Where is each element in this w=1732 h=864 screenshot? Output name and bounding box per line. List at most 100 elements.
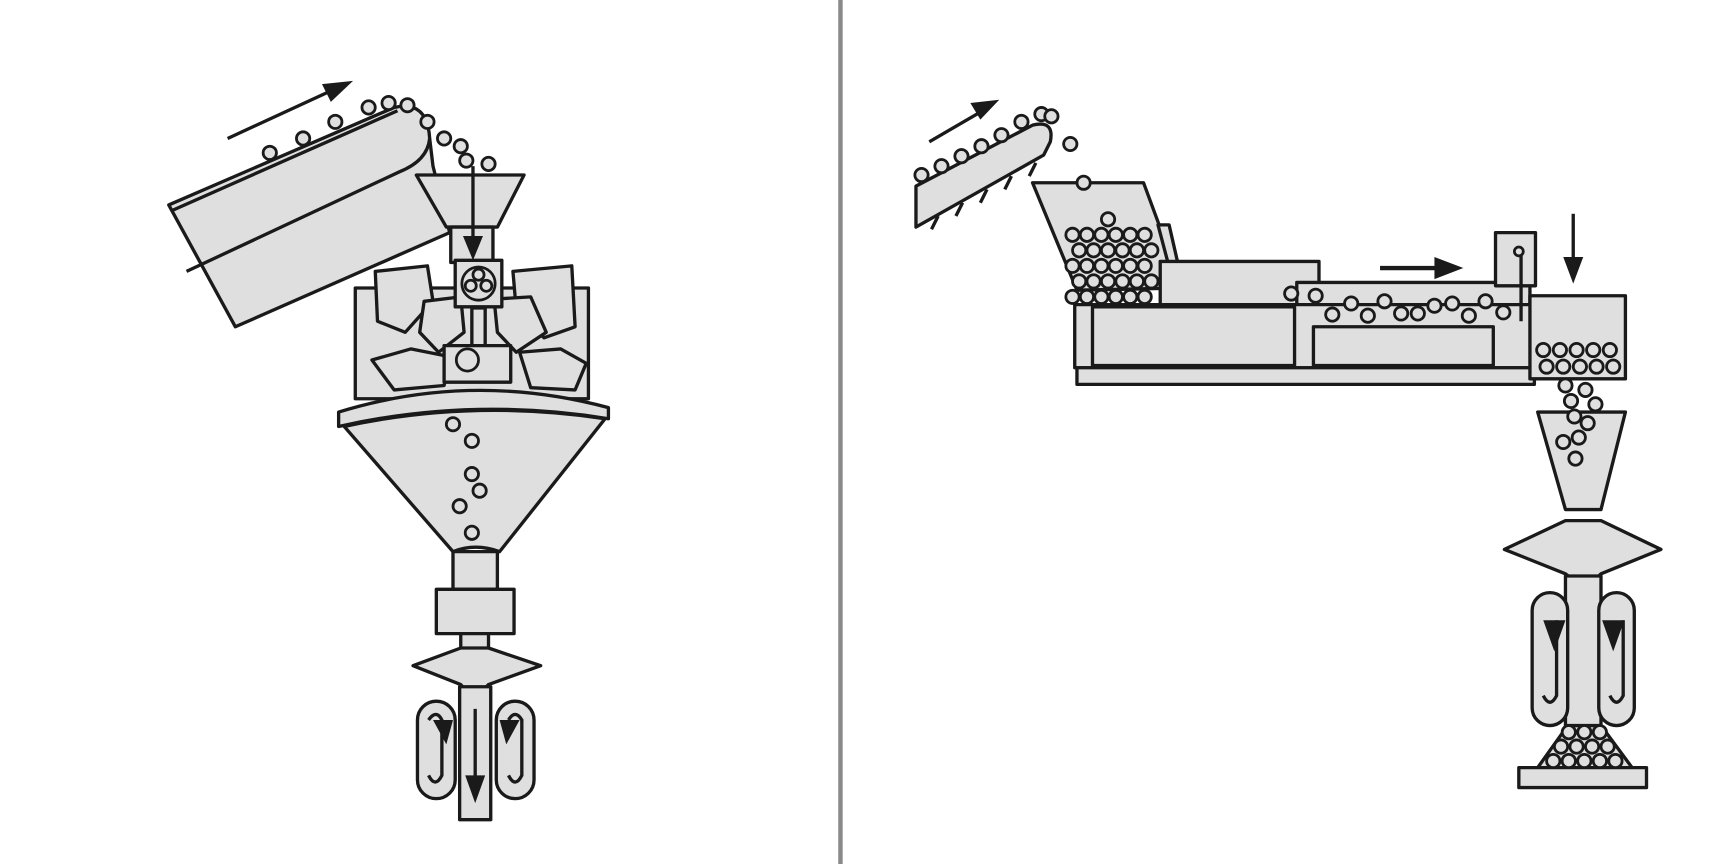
product-ball [1460,307,1477,324]
product-ball [1555,433,1572,451]
product-ball [1071,273,1088,290]
product-ball [1495,304,1512,321]
conveyor-belt-top [171,109,399,212]
product-ball [1099,242,1117,259]
product-ball [993,127,1010,144]
product-ball [1570,429,1587,446]
product-ball [1078,226,1095,243]
product-ball [452,138,469,155]
discharge-down-arrow-icon [1563,213,1584,284]
cleat [1003,175,1013,191]
product-ball [1588,358,1605,375]
conveyor-products [261,94,497,172]
product-ball [1122,226,1139,243]
product-ball [913,166,930,184]
product-ball [1568,738,1585,755]
product-ball [1601,342,1618,359]
product-ball [1567,450,1584,467]
product-ball [1545,752,1562,770]
product-ball [1477,293,1494,310]
belt-down-arrow-icon [499,720,520,745]
pull-belt-right [1597,590,1636,728]
discharge-neck [451,549,500,591]
product-ball [1560,724,1577,741]
bag-support-plate [1517,765,1649,790]
base-panel [1311,325,1495,368]
product-ball [1128,242,1145,259]
cleat [930,215,940,231]
product-ball [1557,377,1574,394]
product-ball [360,99,377,116]
belt-loop [1541,620,1559,704]
product-ball [1426,297,1443,314]
product-ball [1376,293,1393,310]
product-ball [471,482,488,499]
product-ball [1571,358,1588,375]
product-ball [327,113,344,130]
product-ball [436,130,453,147]
product-ball [933,158,950,175]
product-ball [419,113,436,130]
feed-right-arrow-icon [1380,256,1464,280]
product-ball [451,498,468,515]
product-ball [1107,226,1124,243]
product-ball [463,466,480,483]
pull-belt-left [1530,590,1570,728]
product-ball [1585,342,1602,359]
linear-feeder-machine [913,99,1663,790]
base-plate [1075,366,1537,387]
product-ball [1409,305,1426,322]
product-ball [1093,288,1110,305]
product-ball [1343,295,1360,312]
product-ball [1122,288,1139,305]
conveyor-belt-line [185,138,432,273]
product-ball [1607,752,1624,770]
product-ball [1599,738,1616,755]
product-ball [1064,288,1081,305]
product-ball [953,148,970,165]
product-ball [1078,288,1095,305]
belt-loop [507,712,524,784]
belt-loop [427,712,444,784]
product-ball [1538,358,1555,375]
products [913,106,1624,770]
product-ball [444,416,462,433]
flower-icon [454,347,480,373]
product-ball [1551,342,1568,359]
product-ball [1143,273,1160,290]
product-ball [1283,285,1300,302]
weigh-bucket [517,347,588,392]
incline-arrow-icon [928,99,1000,144]
product-ball [1093,257,1110,274]
product-ball [1013,113,1030,130]
weigh-bucket [373,264,435,334]
top-funnel [414,173,526,229]
product-ball [1584,738,1601,755]
product-ball [463,524,480,541]
product-ball [1552,738,1570,755]
product-ball [1114,242,1131,259]
product-ball [1064,226,1081,243]
bag-down-arrow-icon [465,708,486,804]
product-ball [1107,257,1124,274]
base-panel [1090,305,1297,368]
product-ball [1535,342,1552,359]
forming-tube [1563,574,1603,733]
center-stem [470,306,487,348]
multihead-weigher-machine [167,80,611,822]
belt-down-arrow-icon [433,720,453,745]
product-ball [1576,724,1593,741]
product-ball [1062,135,1079,153]
cleat [978,188,989,204]
product-ball [1093,226,1110,243]
level-sensor-post [1493,230,1538,288]
product-ball [1075,174,1092,191]
timing-hopper [434,587,516,636]
product-ball [463,432,480,449]
product-ball [1128,273,1145,290]
product-ball [1143,242,1160,259]
product-ball [1099,211,1117,228]
product-ball [1577,381,1594,398]
product-ball [1136,226,1153,243]
